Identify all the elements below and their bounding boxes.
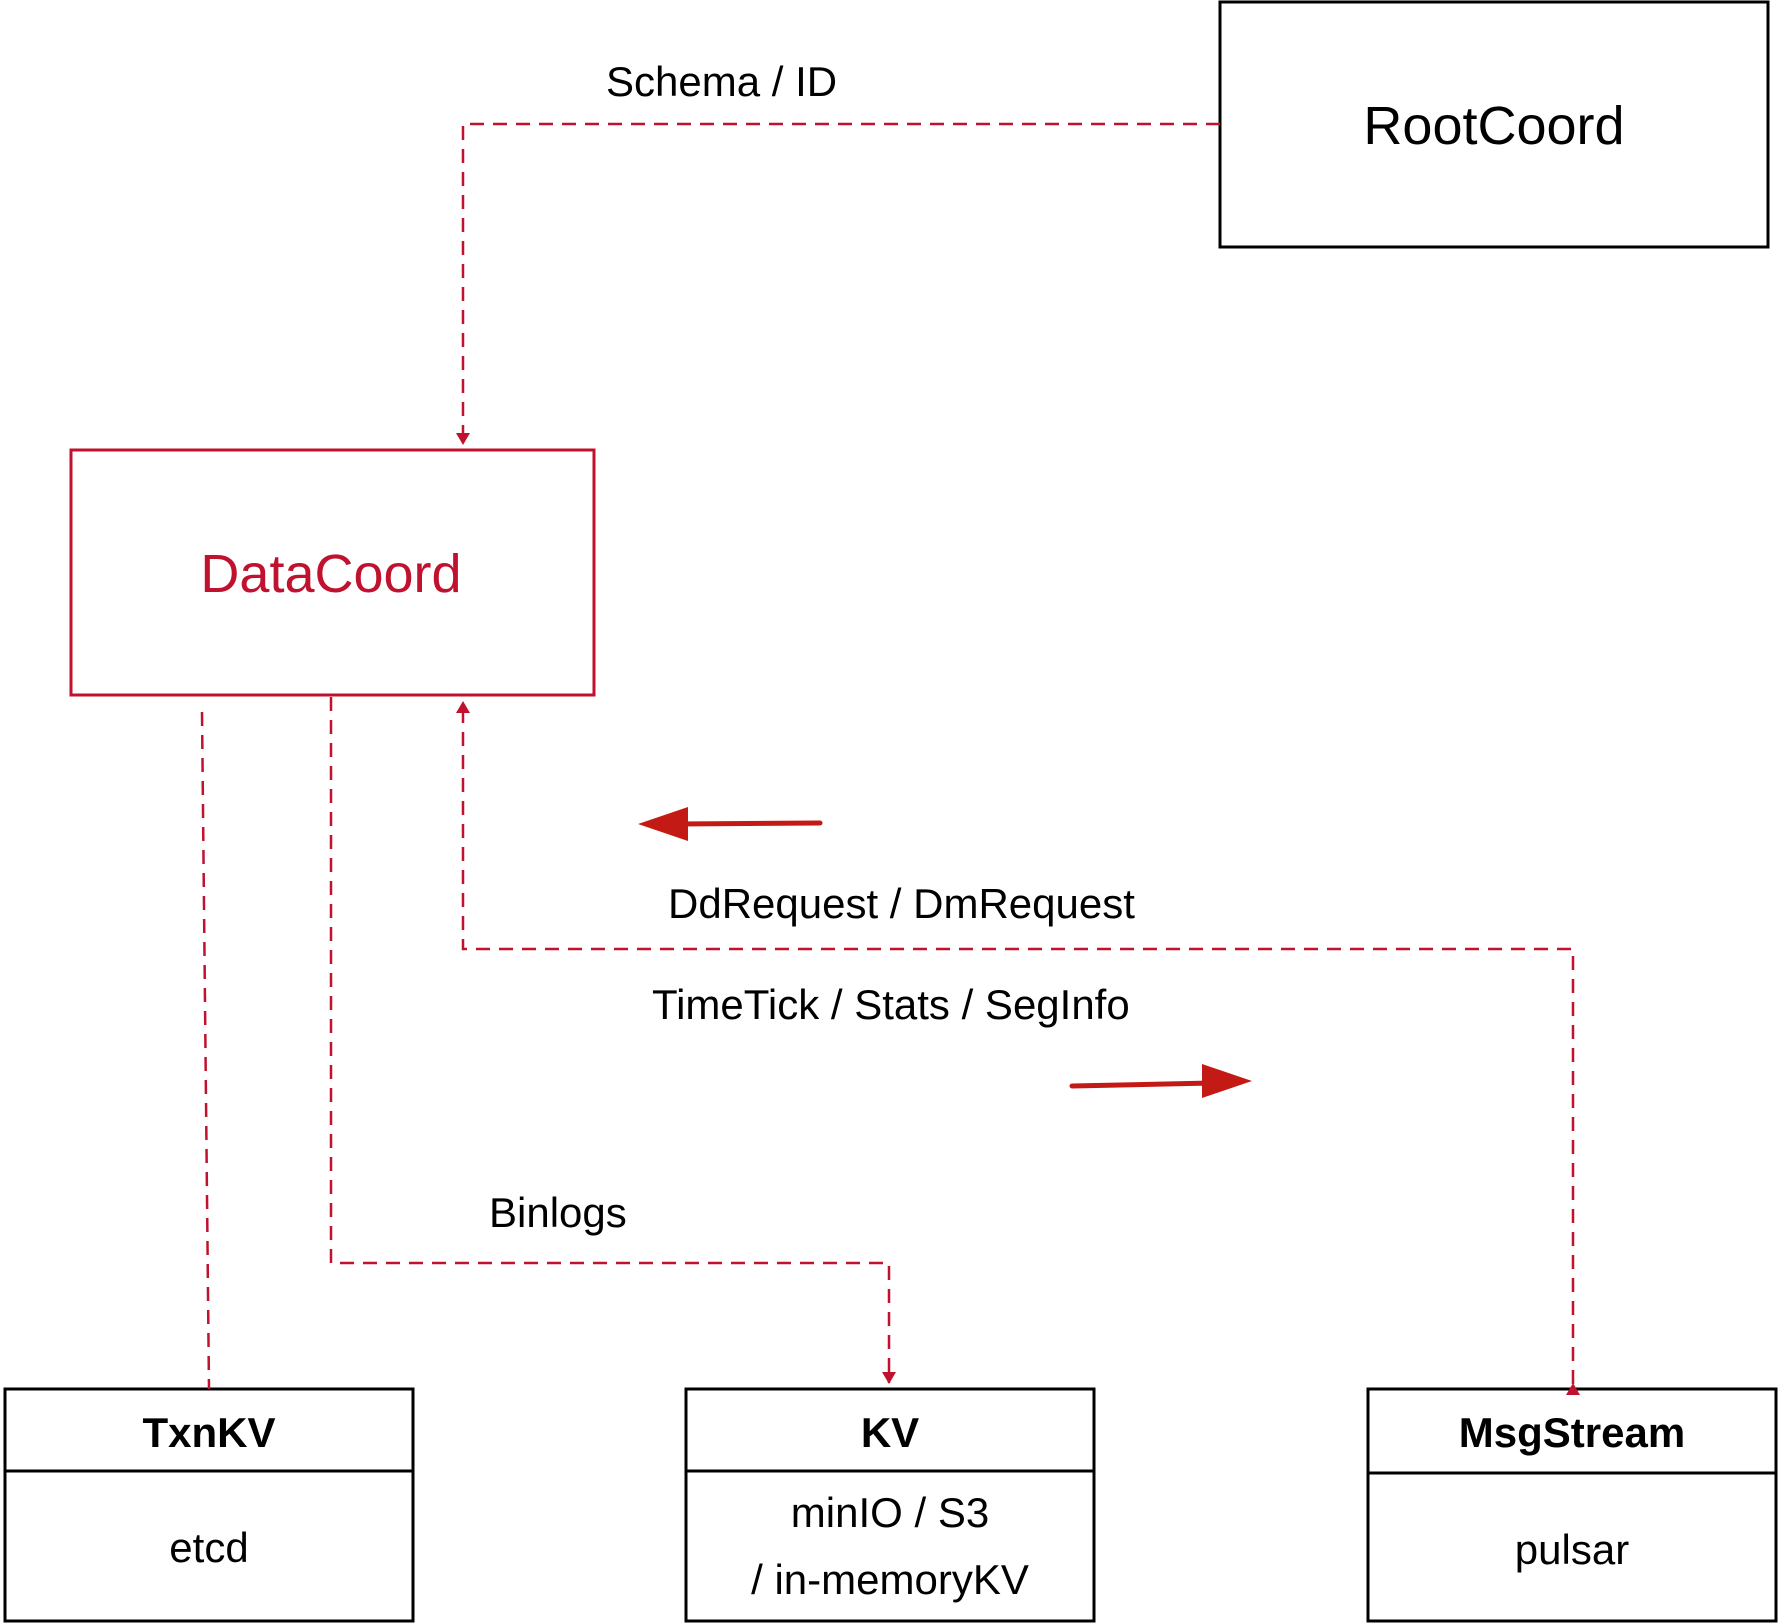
root-coord-label: RootCoord (1363, 96, 1624, 156)
kv-title: KV (861, 1409, 919, 1456)
msg-stream-box (1366, 1387, 1778, 1623)
msg-stream-title: MsgStream (1459, 1409, 1685, 1456)
data-coord-box (69, 448, 596, 697)
data-coord-node: DataCoord (69, 448, 596, 697)
msgstream-datacoord-connector (456, 701, 1580, 1395)
schema-id-label: Schema / ID (606, 58, 837, 105)
txn-kv-body: etcd (169, 1524, 248, 1571)
right-direction-arrow (1069, 1064, 1252, 1098)
kv-body-line2: / in-memoryKV (751, 1556, 1029, 1603)
timetick-stats-seginfo-label: TimeTick / Stats / SegInfo (652, 981, 1130, 1028)
dd-dm-request-label: DdRequest / DmRequest (668, 880, 1135, 927)
left-direction-arrow (638, 807, 823, 841)
schema-id-connector (456, 122, 1220, 445)
kv-node: KV minIO / S3 / in-memoryKV (684, 1387, 1096, 1623)
binlogs-connector (329, 697, 896, 1384)
txn-kv-node: TxnKV etcd (3, 1387, 415, 1623)
txnkv-connector (200, 711, 211, 1390)
root-coord-node: RootCoord (1218, 0, 1770, 249)
kv-body-line1: minIO / S3 (791, 1489, 989, 1536)
kv-box (684, 1387, 1096, 1623)
msg-stream-body: pulsar (1515, 1526, 1629, 1573)
data-coord-label: DataCoord (200, 544, 461, 604)
txn-kv-title: TxnKV (142, 1409, 275, 1456)
root-coord-box (1218, 0, 1770, 249)
binlogs-label: Binlogs (489, 1189, 627, 1236)
msg-stream-node: MsgStream pulsar (1366, 1387, 1778, 1623)
